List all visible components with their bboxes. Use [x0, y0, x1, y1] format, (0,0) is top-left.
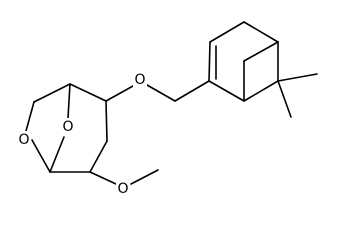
atom-label-o: O	[134, 72, 145, 88]
atom-label-o: O	[18, 132, 29, 148]
atom-label-o: O	[62, 119, 73, 135]
label-background	[17, 131, 31, 149]
bicyclic-ring-bonds	[25, 83, 108, 173]
label-background	[61, 118, 75, 136]
bond	[277, 80, 292, 118]
label-background	[133, 72, 147, 90]
bond	[49, 136, 65, 173]
ether-linkage-bonds	[105, 80, 210, 102]
bond	[208, 80, 245, 102]
atom-label-o: O	[117, 181, 128, 197]
atom-labels: O O O O	[17, 72, 147, 198]
methoxy-bonds	[89, 169, 159, 185]
chemical-structure: O O O O	[17, 21, 318, 198]
bond	[31, 139, 51, 173]
bond	[209, 21, 245, 43]
bond	[208, 41, 211, 82]
bond	[105, 85, 134, 102]
bond	[146, 84, 176, 102]
bond	[243, 80, 279, 102]
bond	[243, 21, 279, 43]
bond	[130, 169, 159, 185]
bond	[69, 83, 107, 102]
bond	[33, 83, 71, 103]
bond	[105, 100, 108, 142]
pinene-ring-bonds	[208, 21, 318, 118]
bond	[243, 41, 279, 62]
bond	[25, 101, 35, 132]
label-background	[116, 180, 130, 198]
bond	[67, 83, 71, 119]
bond	[89, 140, 108, 173]
bond	[89, 171, 117, 185]
bond	[174, 80, 210, 102]
bond	[277, 73, 318, 82]
